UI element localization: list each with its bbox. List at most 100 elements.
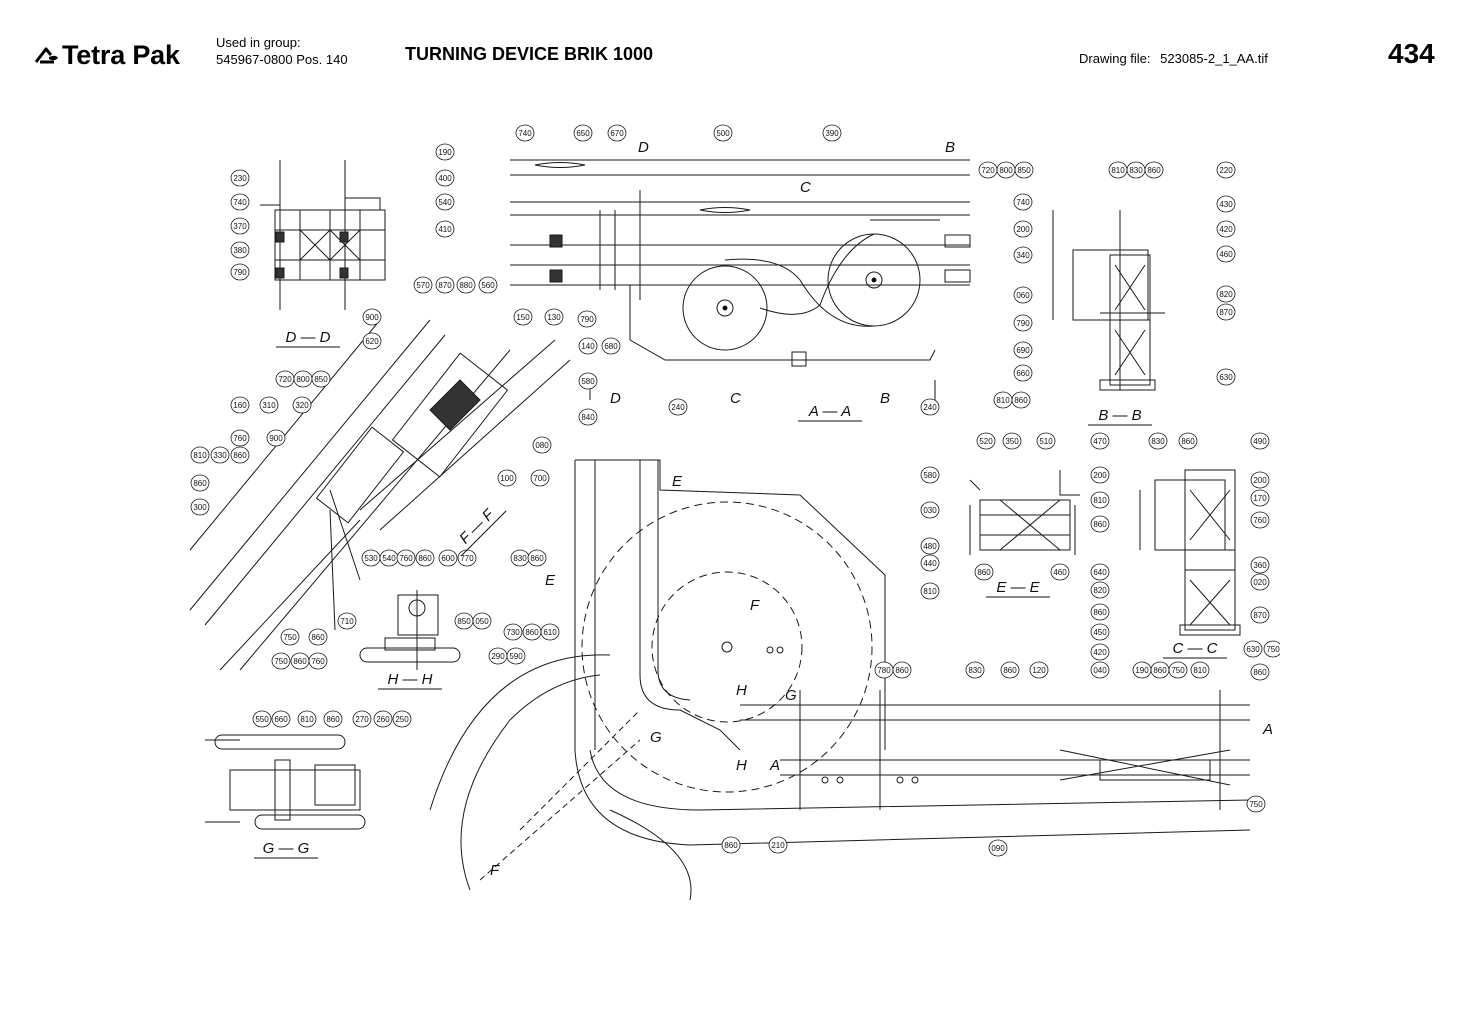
callout-660: 660 [271, 710, 291, 728]
svg-text:380: 380 [233, 246, 247, 255]
svg-text:820: 820 [1093, 586, 1107, 595]
view-a-a [510, 159, 971, 400]
svg-text:600: 600 [441, 554, 455, 563]
drawing-file-value: 523085-2_1_AA.tif [1160, 51, 1268, 66]
view-h-h [359, 590, 461, 670]
section-label: A — A [808, 403, 851, 420]
callout-720: 720 [978, 161, 998, 179]
svg-text:640: 640 [1093, 568, 1107, 577]
view-marker: F [490, 862, 500, 879]
callout-440: 440 [920, 554, 940, 572]
callout-860: 860 [892, 661, 912, 679]
svg-text:030: 030 [923, 506, 937, 515]
svg-text:690: 690 [1016, 346, 1030, 355]
svg-text:540: 540 [382, 554, 396, 563]
callout-870: 870 [1250, 606, 1270, 624]
svg-text:810: 810 [1093, 496, 1107, 505]
svg-text:260: 260 [376, 715, 390, 724]
callout-040: 040 [1090, 661, 1110, 679]
svg-text:800: 800 [999, 166, 1013, 175]
svg-text:210: 210 [771, 841, 785, 850]
used-in-group-label: Used in group: [216, 35, 301, 50]
callout-500: 500 [713, 124, 733, 142]
view-marker: D [638, 139, 649, 156]
callout-490: 490 [1250, 432, 1270, 450]
callout-200: 200 [1090, 466, 1110, 484]
technical-drawing: 1902304007405403704103807907406506705003… [189, 124, 1280, 900]
callout-860: 860 [1090, 603, 1110, 621]
callout-860: 860 [1150, 661, 1170, 679]
svg-text:830: 830 [968, 666, 982, 675]
svg-text:240: 240 [671, 403, 685, 412]
svg-text:620: 620 [365, 337, 379, 346]
view-marker: B [880, 390, 890, 407]
svg-text:650: 650 [576, 129, 590, 138]
used-in-group-value: 545967-0800 Pos. 140 [216, 52, 348, 67]
svg-text:300: 300 [193, 503, 207, 512]
svg-text:530: 530 [364, 554, 378, 563]
callout-630: 630 [1243, 640, 1263, 658]
callout-850: 850 [454, 612, 474, 630]
svg-text:150: 150 [516, 313, 530, 322]
svg-text:750: 750 [1171, 666, 1185, 675]
section-label: D — D [286, 329, 331, 346]
callout-820: 820 [1090, 581, 1110, 599]
svg-text:860: 860 [193, 479, 207, 488]
section-label: G — G [263, 840, 310, 857]
callout-810: 810 [1090, 491, 1110, 509]
svg-text:660: 660 [1016, 369, 1030, 378]
svg-text:630: 630 [1246, 645, 1260, 654]
svg-text:540: 540 [438, 198, 452, 207]
svg-text:480: 480 [923, 542, 937, 551]
svg-text:020: 020 [1253, 578, 1267, 587]
svg-text:850: 850 [457, 617, 471, 626]
svg-text:660: 660 [274, 715, 288, 724]
callout-760: 760 [396, 549, 416, 567]
svg-text:140: 140 [581, 342, 595, 351]
svg-text:130: 130 [547, 313, 561, 322]
callout-550: 550 [252, 710, 272, 728]
svg-text:870: 870 [438, 281, 452, 290]
svg-text:520: 520 [979, 437, 993, 446]
callout-840: 840 [578, 408, 598, 426]
svg-text:860: 860 [724, 841, 738, 850]
callout-290: 290 [488, 647, 508, 665]
tetra-pak-logo: Tetra Pak [34, 38, 180, 72]
svg-text:790: 790 [233, 268, 247, 277]
svg-text:440: 440 [923, 559, 937, 568]
svg-text:760: 760 [399, 554, 413, 563]
svg-text:060: 060 [1016, 291, 1030, 300]
callout-810: 810 [190, 446, 210, 464]
callout-800: 800 [293, 370, 313, 388]
svg-text:290: 290 [491, 652, 505, 661]
svg-text:740: 740 [1016, 198, 1030, 207]
callout-250: 250 [392, 710, 412, 728]
callout-860: 860 [415, 549, 435, 567]
svg-text:850: 850 [1017, 166, 1031, 175]
svg-text:330: 330 [213, 451, 227, 460]
svg-text:460: 460 [1219, 250, 1233, 259]
svg-text:860: 860 [1093, 520, 1107, 529]
callout-640: 640 [1090, 563, 1110, 581]
view-marker: H [736, 682, 747, 699]
svg-text:420: 420 [1093, 648, 1107, 657]
svg-text:700: 700 [533, 474, 547, 483]
svg-text:490: 490 [1253, 437, 1267, 446]
svg-text:810: 810 [1193, 666, 1207, 675]
svg-text:370: 370 [233, 222, 247, 231]
svg-text:860: 860 [977, 568, 991, 577]
svg-text:590: 590 [509, 652, 523, 661]
svg-text:730: 730 [506, 628, 520, 637]
svg-text:860: 860 [418, 554, 432, 563]
view-marker: G [785, 687, 797, 704]
callout-860: 860 [1090, 515, 1110, 533]
view-e-e [969, 470, 1080, 555]
callout-060: 060 [1013, 286, 1033, 304]
svg-text:860: 860 [1253, 668, 1267, 677]
svg-text:860: 860 [293, 657, 307, 666]
callout-760: 760 [230, 429, 250, 447]
svg-text:790: 790 [580, 315, 594, 324]
callout-130: 130 [544, 308, 564, 326]
